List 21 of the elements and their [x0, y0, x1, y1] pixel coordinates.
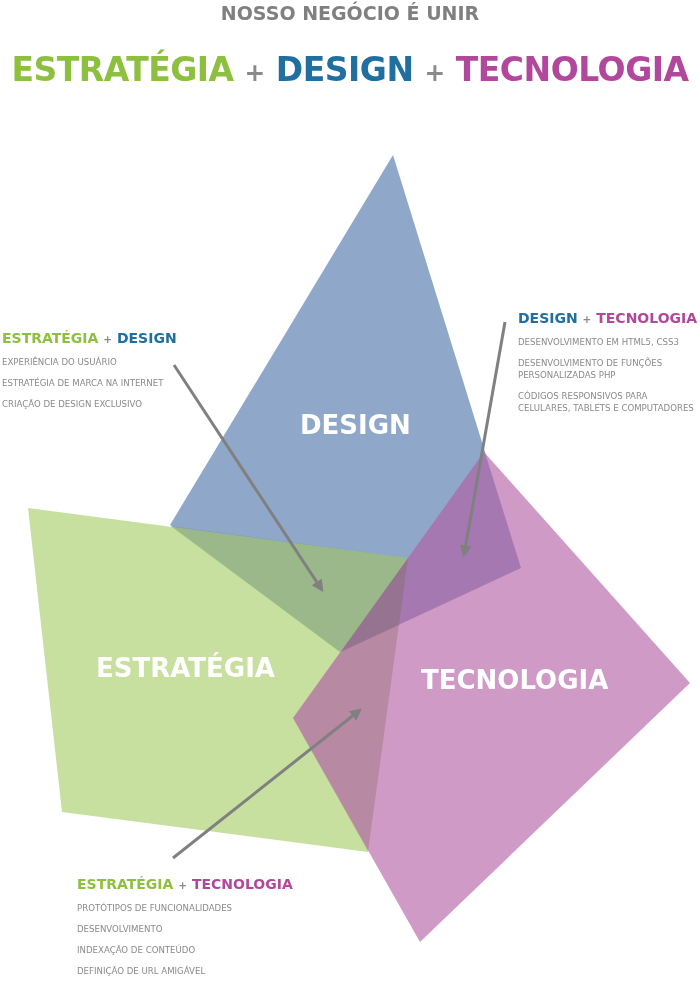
- area-label: ESTRATÉGIA: [96, 653, 275, 683]
- area-label: DESIGN: [300, 410, 411, 440]
- list-item: CRIAÇÃO DE DESIGN EXCLUSIVO: [2, 398, 143, 410]
- leader-arrow: [172, 708, 362, 860]
- area-label: TECNOLOGIA: [421, 665, 609, 695]
- leader-arrow: [172, 364, 324, 592]
- heading: ESTRATÉGIA + TECNOLOGIA: [77, 876, 294, 892]
- list-item: DESENVOLVIMENTO DE FUNÇÕES PERSONALIZADAS PHP: [518, 357, 664, 381]
- list-item: ESTRATÉGIA DE MARCA NA INTERNET: [2, 377, 165, 389]
- subtitle: ESTRATÉGIA + DESIGN + TECNOLOGIA: [10, 50, 690, 89]
- title: NOSSO NEGÓCIO É UNIR: [219, 2, 481, 24]
- list-item: EXPERIÊNCIA DO USUÁRIO: [2, 356, 118, 368]
- list-item: DEFINIÇÃO DE URL AMIGÁVEL: [77, 965, 207, 977]
- list-item: DESENVOLVIMENTO: [77, 923, 164, 935]
- list-item: PROTÓTIPOS DE FUNCIONALIDADES: [77, 902, 234, 914]
- list-item: INDEXAÇÃO DE CONTEÚDO: [77, 944, 197, 956]
- heading: DESIGN + TECNOLOGIA: [518, 310, 699, 326]
- list-item: CÓDIGOS RESPONSIVOS PARA CELULARES, TABLETS E COMPUTADORES: [518, 390, 695, 414]
- list-item: DESENVOLVIMENTO EM HTML5, CSS3: [518, 336, 680, 348]
- heading: ESTRATÉGIA + DESIGN: [2, 330, 174, 346]
- leader-arrow: [459, 321, 507, 558]
